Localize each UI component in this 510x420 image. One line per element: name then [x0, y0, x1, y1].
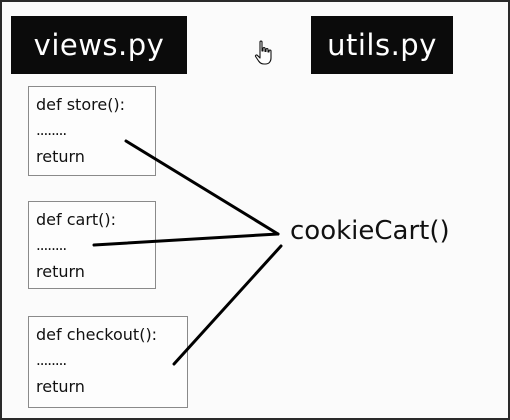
- connector-store-to-cookiecart: [124, 139, 280, 236]
- function-box-checkout: def checkout(): ........ return: [28, 316, 188, 408]
- connector-checkout-to-cookiecart: [172, 244, 283, 366]
- hand-pointer-icon: [254, 40, 274, 71]
- cookiecart-function-label: cookieCart(): [290, 216, 450, 246]
- function-return: return: [36, 262, 85, 281]
- function-body-placeholder: ........: [36, 351, 67, 369]
- function-box-cart: def cart(): ........ return: [28, 201, 156, 289]
- function-signature: def checkout():: [36, 325, 158, 344]
- function-return: return: [36, 377, 85, 396]
- function-signature: def cart():: [36, 210, 117, 229]
- function-box-store: def store(): ........ return: [28, 86, 156, 176]
- function-return: return: [36, 147, 85, 166]
- function-body-placeholder: ........: [36, 121, 67, 139]
- utils-file-label: utils.py: [311, 16, 453, 74]
- function-signature: def store():: [36, 95, 126, 114]
- connector-cart-to-cookiecart: [92, 232, 280, 247]
- views-file-label: views.py: [11, 16, 187, 74]
- function-body-placeholder: ........: [36, 236, 67, 254]
